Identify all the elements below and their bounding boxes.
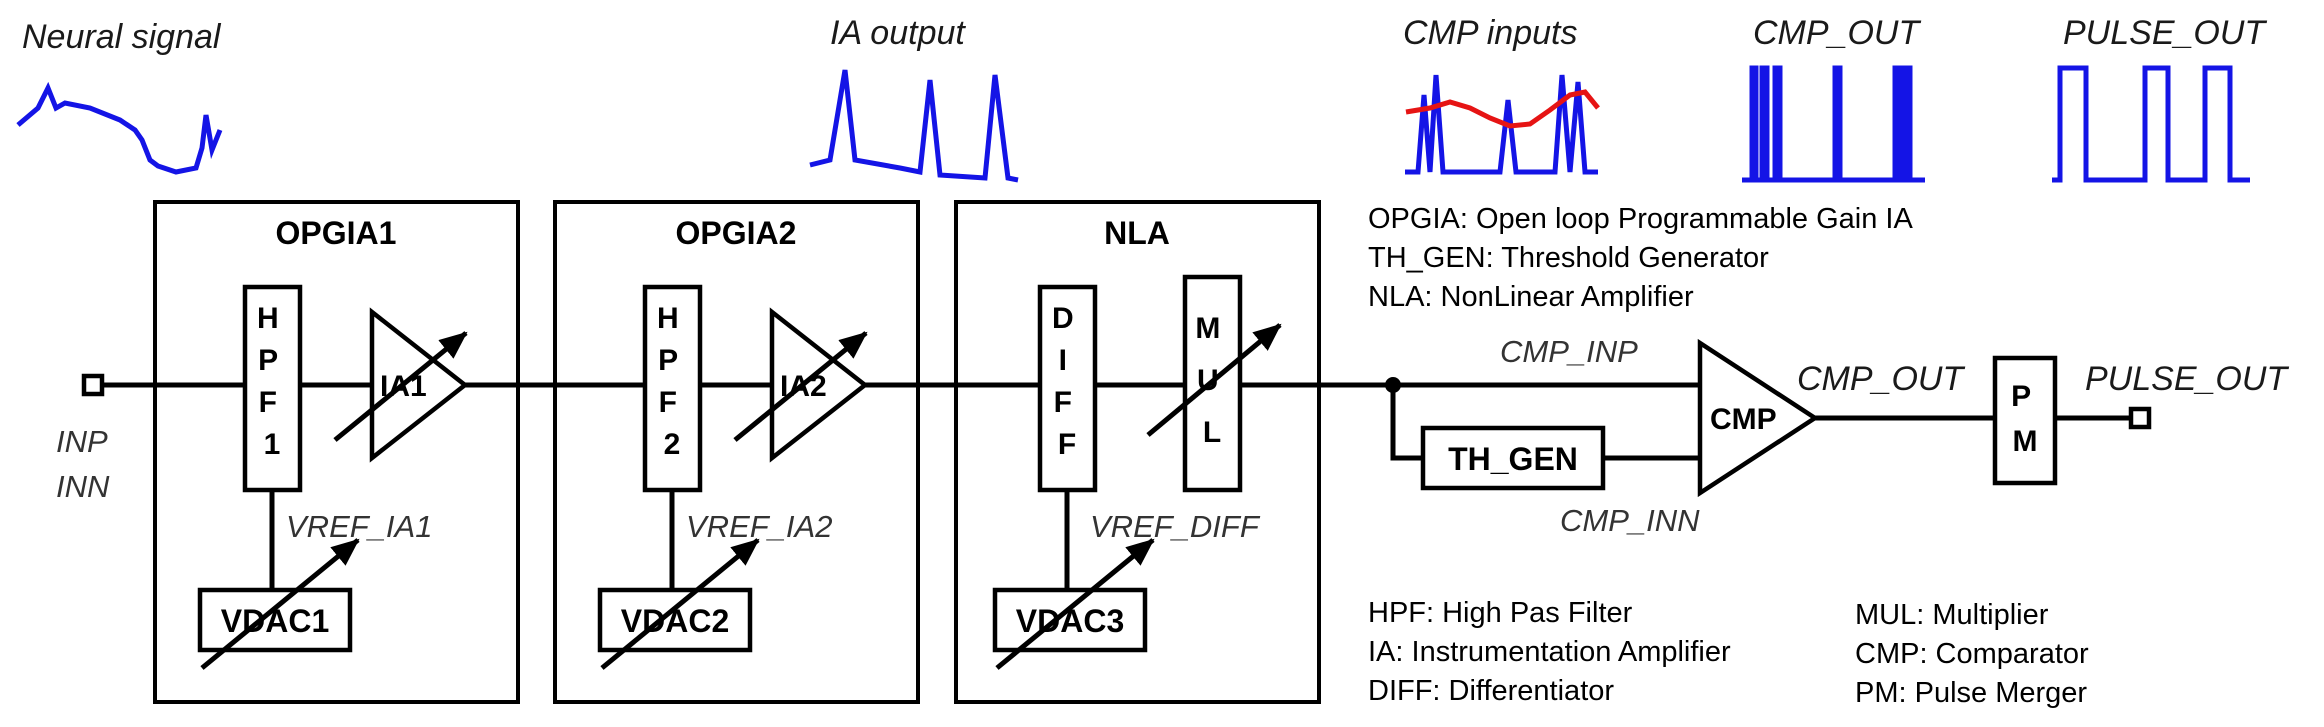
cmp-out-waveform (1742, 65, 1925, 183)
opgia1-title: OPGIA1 (276, 215, 397, 251)
vdac1-block (197, 587, 353, 653)
ia1-amplifier (369, 307, 469, 463)
legend-diff: DIFF: Differentiator (1368, 675, 1614, 707)
legend-opgia: OPGIA: Open loop Programmable Gain IA (1368, 203, 1913, 235)
opgia2-title: OPGIA2 (676, 215, 797, 251)
vdac1-arrow (200, 538, 360, 670)
cmp-inp-waveform (1405, 74, 1598, 175)
opgia2-frame (553, 200, 920, 704)
vref-ia1-label: VREF_IA1 (286, 509, 432, 544)
legend-nla: NLA: NonLinear Amplifier (1368, 281, 1694, 313)
cmp-out-label: CMP_OUT (1797, 360, 1965, 398)
cmp-inp-label: CMP_INP (1500, 334, 1638, 369)
vdac3-arrow (995, 538, 1155, 670)
input-pad (81, 373, 105, 397)
wire-to-thgen (1390, 385, 1423, 461)
cmp-inn-threshold (1405, 89, 1600, 129)
output-pad (2128, 406, 2152, 430)
th-gen-label: TH_GEN (1448, 441, 1578, 477)
cmp-comparator (1697, 338, 1820, 498)
legend-hpf: HPF: High Pas Filter (1368, 597, 1633, 629)
ia2-amplifier (769, 307, 869, 463)
vdac2-arrow (600, 538, 760, 670)
legend-mul: MUL: Multiplier (1855, 599, 2049, 631)
legend-pm: PM: Pulse Merger (1855, 677, 2087, 709)
diff-block (1037, 284, 1098, 493)
vref-diff-label: VREF_DIFF (1090, 509, 1261, 544)
cmp-label: CMP (1710, 403, 1777, 436)
inn-label: INN (56, 469, 110, 504)
vdac3-block (992, 587, 1148, 653)
hpf1-label: H P F 1 (257, 302, 287, 461)
pm-label: P M (2011, 380, 2039, 458)
cmp-inn-label: CMP_INN (1560, 503, 1700, 538)
mul-gain-arrow (1146, 323, 1282, 437)
inp-label: INP (56, 424, 108, 459)
th-gen-block (1420, 425, 1606, 491)
neural-signal-label: Neural signal (22, 18, 222, 56)
nla-frame (954, 200, 1321, 704)
hpf2-label: H P F 2 (657, 302, 687, 461)
ia2-gain-arrow (733, 331, 868, 442)
vdac2-block (597, 587, 753, 653)
legend-ia: IA: Instrumentation Amplifier (1368, 636, 1731, 668)
cmp-inputs-label: CMP inputs (1403, 14, 1577, 52)
mul-label: M U L (1195, 312, 1228, 449)
legend-th-gen: TH_GEN: Threshold Generator (1368, 242, 1769, 274)
cmp-out-wave-label: CMP_OUT (1753, 14, 1921, 52)
nla-title: NLA (1104, 215, 1170, 251)
ia-output-label: IA output (830, 14, 966, 52)
ia1-gain-arrow (333, 331, 468, 442)
diff-label: D I F F (1052, 302, 1082, 461)
opgia1-frame (153, 200, 520, 704)
ia-output-waveform (809, 69, 1019, 183)
pulse-out-label: PULSE_OUT (2085, 360, 2289, 398)
neural-signal-waveform (16, 81, 223, 175)
pulse-out-wave-label: PULSE_OUT (2063, 14, 2267, 52)
vref-ia2-label: VREF_IA2 (686, 509, 832, 544)
legend-cmp: CMP: Comparator (1855, 638, 2089, 670)
pulse-out-waveform (2052, 65, 2250, 183)
pm-block (1992, 355, 2058, 486)
hpf1-block (242, 284, 303, 493)
